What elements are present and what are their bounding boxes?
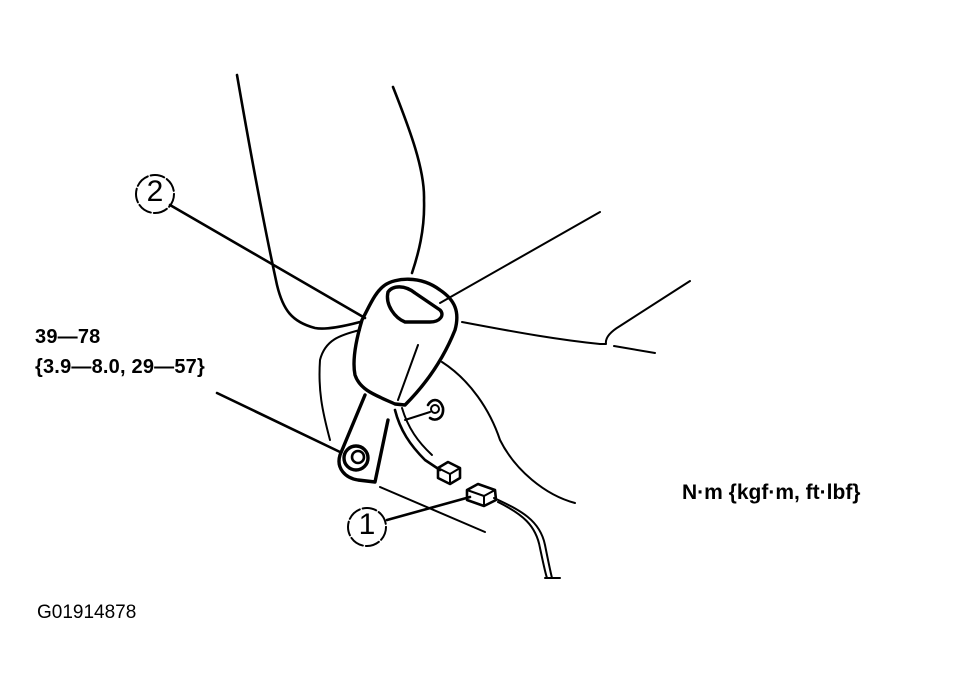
figure-id: G01914878 — [37, 602, 137, 623]
buckle-body — [337, 277, 561, 579]
callout-number-1: 1 — [358, 508, 376, 541]
torque-nm-range: 39—78 — [35, 326, 101, 348]
callout-2 — [135, 174, 175, 214]
callout-number-2: 2 — [146, 175, 164, 208]
units-legend: N·m {kgf·m, ft·lbf} — [682, 481, 861, 504]
torque-specification: 39—78 {3.9—8.0, 29—57} — [35, 322, 205, 382]
torque-alt-units-range: {3.9—8.0, 29—57} — [35, 356, 205, 378]
leader-lines — [168, 203, 486, 533]
callout-1 — [347, 507, 387, 547]
seat-outline — [235, 73, 691, 504]
